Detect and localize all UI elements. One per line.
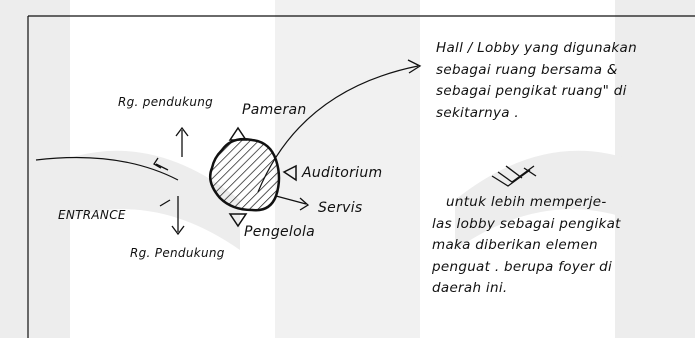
servis-arrow <box>275 195 310 211</box>
label-auditorium: Auditorium <box>302 165 383 181</box>
note-line: maka diberikan elemen <box>432 237 598 253</box>
lobby-blob <box>209 137 281 212</box>
note-line: untuk lebih memperje- <box>446 194 607 210</box>
arrows-left <box>153 126 189 236</box>
note-line: las lobby sebagai pengikat <box>432 215 621 232</box>
label-pengelola: Pengelola <box>244 224 316 240</box>
foyer-sketch-icon <box>491 165 537 187</box>
label-servis: Servis <box>318 200 363 216</box>
label-entrance: ENTRANCE <box>58 208 126 222</box>
triangles <box>228 126 297 228</box>
note-lobby-description: Hall / Lobby yang digunakan sebagai ruan… <box>436 38 637 124</box>
entrance-line <box>35 156 179 181</box>
label-rg-pendukung-bottom: Rg. Pendukung <box>130 246 225 260</box>
note-line: sebagai pengikat ruang" di <box>436 83 627 99</box>
note-line: Hall / Lobby yang digunakan <box>436 40 637 56</box>
note-foyer-description: untuk lebih memperje- las lobby sebagai … <box>432 192 621 300</box>
note-line: sekitarnya . <box>436 104 520 121</box>
lobby-callout-arrow <box>257 65 419 193</box>
note-line: sebagai ruang bersama & <box>436 61 618 78</box>
note-line: daerah ini. <box>432 280 508 296</box>
label-pameran: Pameran <box>242 102 307 118</box>
label-rg-pendukung-top: Rg. pendukung <box>118 95 214 109</box>
note-line: penguat . berupa foyer di <box>432 258 613 275</box>
